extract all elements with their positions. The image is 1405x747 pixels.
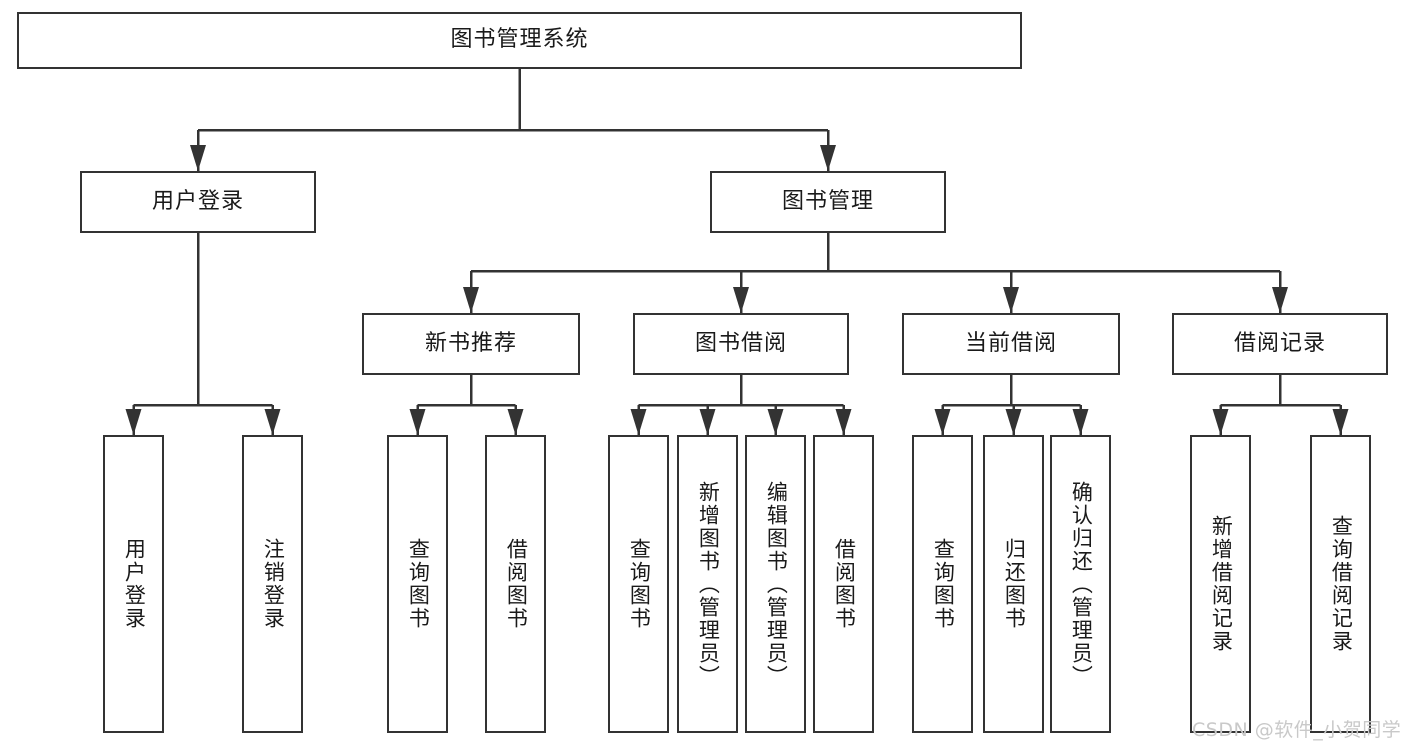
node-label-user-login: 用户登录: [151, 188, 244, 214]
node-leaf-logout[interactable]: 注销登录: [242, 435, 303, 733]
node-label-borrow-record: 借阅记录: [1233, 330, 1326, 356]
node-label-leaf-return-book: 归还图书: [1002, 538, 1027, 630]
node-label-leaf-query-book-cb: 查询图书: [931, 538, 956, 630]
node-user-login[interactable]: 用户登录: [80, 171, 316, 233]
node-borrow-record[interactable]: 借阅记录: [1172, 313, 1388, 375]
node-label-book-manage: 图书管理: [781, 188, 874, 214]
node-leaf-borrow-book-bb[interactable]: 借阅图书: [813, 435, 874, 733]
node-leaf-query-book-cb[interactable]: 查询图书: [912, 435, 973, 733]
node-root[interactable]: 图书管理系统: [17, 12, 1022, 69]
node-leaf-query-record[interactable]: 查询借阅记录: [1310, 435, 1371, 733]
node-label-current-borrow: 当前借阅: [964, 330, 1057, 356]
node-label-leaf-edit-book: 编辑图书（管理员）: [764, 480, 789, 688]
node-leaf-edit-book[interactable]: 编辑图书（管理员）: [745, 435, 806, 733]
node-label-leaf-query-book-rec: 查询图书: [406, 538, 431, 630]
csdn-watermark: CSDN @软件_小贺同学: [1192, 719, 1402, 741]
node-leaf-add-book[interactable]: 新增图书（管理员）: [677, 435, 738, 733]
node-book-manage[interactable]: 图书管理: [710, 171, 946, 233]
node-label-leaf-query-book-bb: 查询图书: [627, 538, 652, 630]
node-label-leaf-add-record: 新增借阅记录: [1209, 515, 1234, 653]
node-label-leaf-borrow-book-rec: 借阅图书: [504, 538, 529, 630]
node-label-leaf-user-login: 用户登录: [122, 538, 147, 630]
node-label-leaf-query-record: 查询借阅记录: [1329, 515, 1354, 653]
node-label-leaf-confirm-return: 确认归还（管理员）: [1069, 480, 1094, 688]
node-leaf-add-record[interactable]: 新增借阅记录: [1190, 435, 1251, 733]
node-label-leaf-add-book: 新增图书（管理员）: [696, 480, 721, 688]
node-leaf-return-book[interactable]: 归还图书: [983, 435, 1044, 733]
node-leaf-confirm-return[interactable]: 确认归还（管理员）: [1050, 435, 1111, 733]
node-leaf-user-login[interactable]: 用户登录: [103, 435, 164, 733]
node-leaf-query-book-rec[interactable]: 查询图书: [387, 435, 448, 733]
node-current-borrow[interactable]: 当前借阅: [902, 313, 1120, 375]
node-book-borrow[interactable]: 图书借阅: [633, 313, 849, 375]
node-label-leaf-borrow-book-bb: 借阅图书: [832, 538, 857, 630]
node-label-book-borrow: 图书借阅: [694, 330, 787, 356]
node-new-book-rec[interactable]: 新书推荐: [362, 313, 580, 375]
node-label-leaf-logout: 注销登录: [261, 538, 286, 630]
node-leaf-borrow-book-rec[interactable]: 借阅图书: [485, 435, 546, 733]
node-label-root: 图书管理系统: [450, 27, 589, 53]
node-label-new-book-rec: 新书推荐: [424, 330, 517, 356]
node-leaf-query-book-bb[interactable]: 查询图书: [608, 435, 669, 733]
